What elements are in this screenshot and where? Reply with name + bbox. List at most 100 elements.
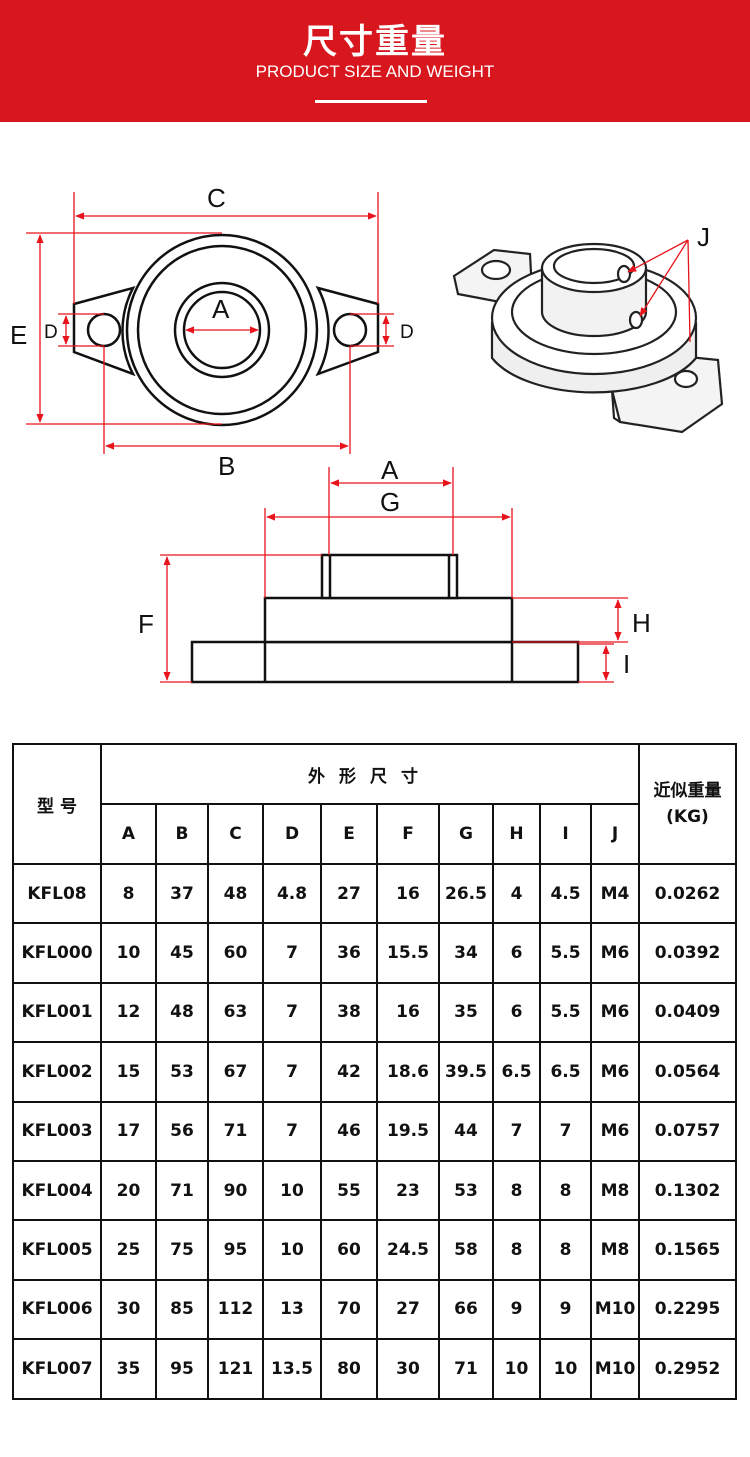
- dimension-cell: 56: [155, 1100, 209, 1162]
- dimension-cell: 35: [100, 1338, 157, 1400]
- dimension-cell: 10: [100, 922, 157, 984]
- dimension-cell: 95: [207, 1219, 264, 1281]
- weight-cell: 0.0262: [638, 862, 737, 925]
- col-header: J: [590, 803, 640, 865]
- dimension-cell: 10: [539, 1338, 592, 1400]
- dimension-cell: 42: [320, 1041, 378, 1103]
- model-cell: KFL004: [12, 1159, 102, 1222]
- col-header: B: [155, 803, 209, 865]
- table-header-row: 型 号 外形尺寸 近似重量 (KG): [12, 743, 737, 865]
- dimension-cell: 8: [492, 1219, 541, 1281]
- dimension-cell: M6: [590, 1041, 640, 1103]
- dimension-cell: 71: [438, 1338, 494, 1400]
- dimension-cell: M8: [590, 1219, 640, 1281]
- dimension-cell: 12: [100, 981, 157, 1044]
- spec-table: 型 号 外形尺寸 近似重量 (KG) A B C D E F G H I J K…: [12, 743, 737, 1400]
- dimension-cell: 95: [155, 1338, 209, 1400]
- dimension-cell: 10: [262, 1159, 322, 1222]
- col-header: C: [207, 803, 264, 865]
- dimension-cell: 15: [100, 1041, 157, 1103]
- model-cell: KFL006: [12, 1278, 102, 1341]
- dimension-cell: 17: [100, 1100, 157, 1162]
- col-header: G: [438, 803, 494, 865]
- label-e: E: [10, 320, 27, 350]
- weight-cell: 0.0392: [638, 922, 737, 984]
- weight-cell: 0.1302: [638, 1159, 737, 1222]
- dimension-cell: 38: [320, 981, 378, 1044]
- dimension-cell: 26.5: [438, 862, 494, 925]
- col-header: E: [320, 803, 378, 865]
- dimension-cell: 44: [438, 1100, 494, 1162]
- dimension-cell: 27: [320, 862, 378, 925]
- weight-cell: 0.0757: [638, 1100, 737, 1162]
- dimension-cell: 9: [539, 1278, 592, 1341]
- col-header: D: [262, 803, 322, 865]
- model-cell: KFL001: [12, 981, 102, 1044]
- dimension-cell: 67: [207, 1041, 264, 1103]
- dimension-cell: 25: [100, 1219, 157, 1281]
- top-view-dimensions: [26, 192, 394, 454]
- dimension-cell: M4: [590, 862, 640, 925]
- dimension-cell: 60: [207, 922, 264, 984]
- label-d-left: D: [44, 322, 58, 343]
- dimension-cell: 53: [155, 1041, 209, 1103]
- dimension-cell: 23: [376, 1159, 440, 1222]
- label-i: I: [623, 649, 630, 679]
- label-a-side: A: [381, 455, 399, 485]
- dimension-cell: 53: [438, 1159, 494, 1222]
- dimension-cell: 48: [155, 981, 209, 1044]
- dimension-cell: 4.8: [262, 862, 322, 925]
- label-h: H: [632, 608, 651, 638]
- dimension-cell: 9: [492, 1278, 541, 1341]
- dimension-cell: 10: [262, 1219, 322, 1281]
- dimension-cell: M10: [590, 1278, 640, 1341]
- dimension-cell: 60: [320, 1219, 378, 1281]
- dimension-cell: 15.5: [376, 922, 440, 984]
- dimension-cell: 121: [207, 1338, 264, 1400]
- dimension-cell: 5.5: [539, 981, 592, 1044]
- weight-header-unit: (KG): [666, 807, 709, 827]
- dimension-cell: 39.5: [438, 1041, 494, 1103]
- label-c: C: [207, 183, 226, 213]
- dimension-cell: 27: [376, 1278, 440, 1341]
- weight-cell: 0.0564: [638, 1041, 737, 1103]
- dimension-cell: 70: [320, 1278, 378, 1341]
- model-cell: KFL002: [12, 1041, 102, 1103]
- dimension-cell: 8: [492, 1159, 541, 1222]
- dimension-cell: 6.5: [492, 1041, 541, 1103]
- dimension-drawing: C E A B D D J: [10, 183, 724, 684]
- label-f: F: [138, 609, 154, 639]
- dimension-cell: 13.5: [262, 1338, 322, 1400]
- header-banner: 尺寸重量 PRODUCT SIZE AND WEIGHT: [0, 0, 750, 122]
- weight-header: 近似重量 (KG): [638, 743, 737, 865]
- dimension-cell: 55: [320, 1159, 378, 1222]
- dimension-cell: 8: [539, 1159, 592, 1222]
- column-letters-row: A B C D E F G H I J: [13, 803, 736, 865]
- dimension-cell: 30: [376, 1338, 440, 1400]
- dimension-cell: 20: [100, 1159, 157, 1222]
- col-header: I: [539, 803, 592, 865]
- label-a-top: A: [212, 294, 230, 324]
- dimension-cell: 85: [155, 1278, 209, 1341]
- model-cell: KFL000: [12, 922, 102, 984]
- dimension-cell: M6: [590, 922, 640, 984]
- dimension-cell: 46: [320, 1100, 378, 1162]
- col-header: H: [492, 803, 541, 865]
- dimension-cell: 8: [100, 862, 157, 925]
- dimension-cell: 19.5: [376, 1100, 440, 1162]
- dimension-cell: 90: [207, 1159, 264, 1222]
- weight-cell: 0.2952: [638, 1338, 737, 1400]
- weight-cell: 0.0409: [638, 981, 737, 1044]
- dimension-cell: 7: [492, 1100, 541, 1162]
- model-cell: KFL007: [12, 1338, 102, 1400]
- dimension-cell: 7: [262, 981, 322, 1044]
- dimension-cell: 71: [207, 1100, 264, 1162]
- perspective-view: [452, 242, 724, 434]
- dimension-cell: M6: [590, 981, 640, 1044]
- dimension-cell: 112: [207, 1278, 264, 1341]
- dimension-cell: 7: [262, 1100, 322, 1162]
